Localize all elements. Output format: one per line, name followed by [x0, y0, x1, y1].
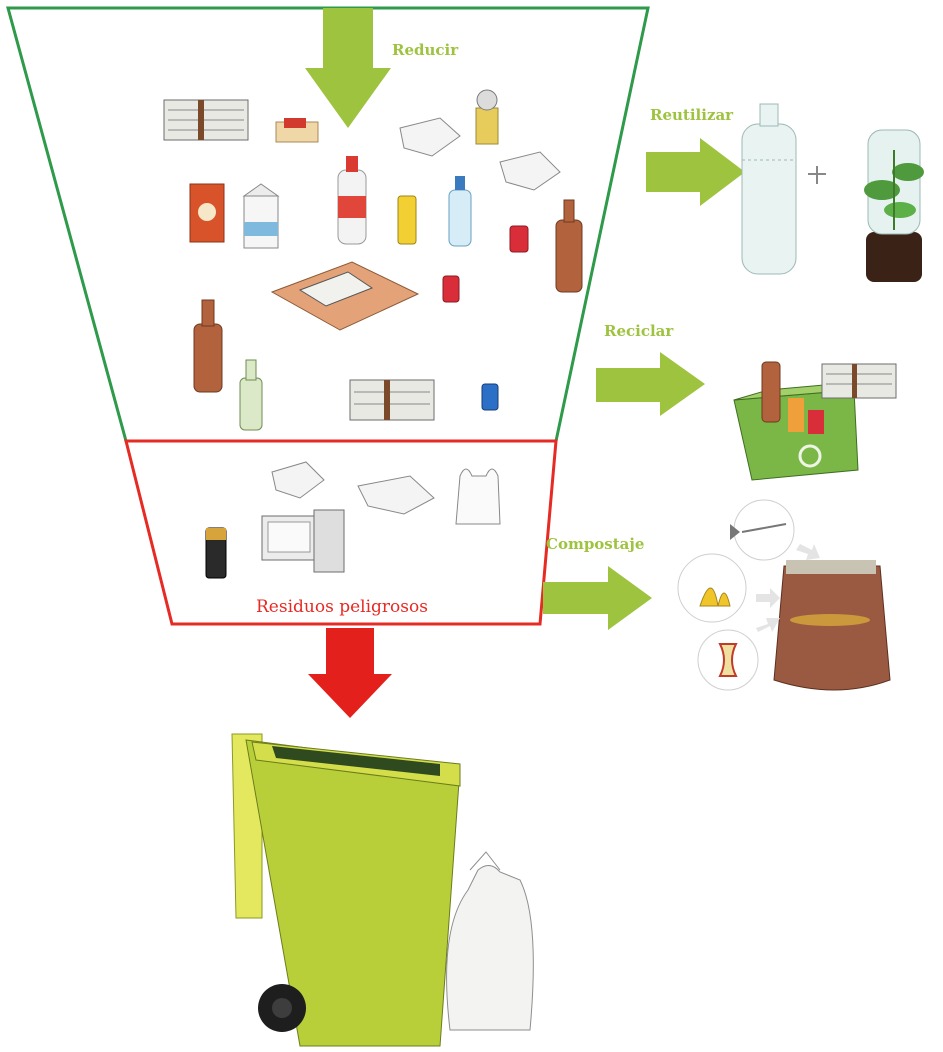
reuse-label: Reutilizar	[650, 106, 733, 124]
crumpled-paper-icon-3	[272, 462, 324, 498]
cereal-box-icon	[190, 184, 224, 242]
plastic-bottle-icon	[338, 156, 366, 244]
fish-bone-icon	[730, 500, 794, 560]
water-bottle-icon	[449, 176, 471, 246]
milk-carton-icon	[244, 184, 278, 248]
magazine-icon	[272, 262, 418, 330]
crumpled-paper-icon-2	[500, 152, 560, 190]
computer-icon	[262, 510, 344, 572]
newspaper-bundle-icon-2	[350, 380, 434, 420]
can-icon	[398, 196, 416, 244]
compost-label: Compostaje	[546, 535, 644, 553]
crumpled-paper-icon-4	[358, 476, 434, 514]
battery-icon	[206, 528, 226, 578]
reuse-arrow	[646, 138, 745, 206]
plastic-bag-icon	[456, 469, 500, 524]
reused-bottle-icon	[742, 104, 796, 274]
glass-bottle-icon-2	[194, 300, 222, 392]
reduce-label: Reducir	[392, 41, 458, 59]
scissors-icon	[808, 166, 826, 184]
plant-pot-icon	[864, 130, 924, 282]
can-icon-4	[482, 384, 498, 410]
banana-peel-icon	[678, 554, 746, 622]
crumpled-paper-icon	[400, 118, 460, 156]
compost-heap-icon	[774, 560, 890, 690]
hazardous-waste-label: Residuos peligrosos	[256, 597, 428, 617]
can-icon-3	[443, 276, 459, 302]
matchbox-icon	[276, 118, 318, 142]
green-bottle-icon	[240, 360, 262, 430]
landfill-arrow	[308, 628, 392, 718]
jar-icon	[476, 90, 498, 144]
compost-arrow	[543, 566, 652, 630]
recycle-arrow	[596, 352, 705, 416]
recycle-label: Reciclar	[604, 322, 673, 340]
wheelie-bin-icon	[232, 734, 460, 1046]
trash-bag-icon	[447, 852, 534, 1030]
glass-bottle-icon	[556, 200, 582, 292]
can-icon-2	[510, 226, 528, 252]
newspaper-bundle-icon	[164, 100, 248, 140]
newspaper-bundle-icon-3	[822, 364, 896, 398]
reduce-arrow	[305, 8, 391, 128]
apple-core-icon	[698, 630, 758, 690]
